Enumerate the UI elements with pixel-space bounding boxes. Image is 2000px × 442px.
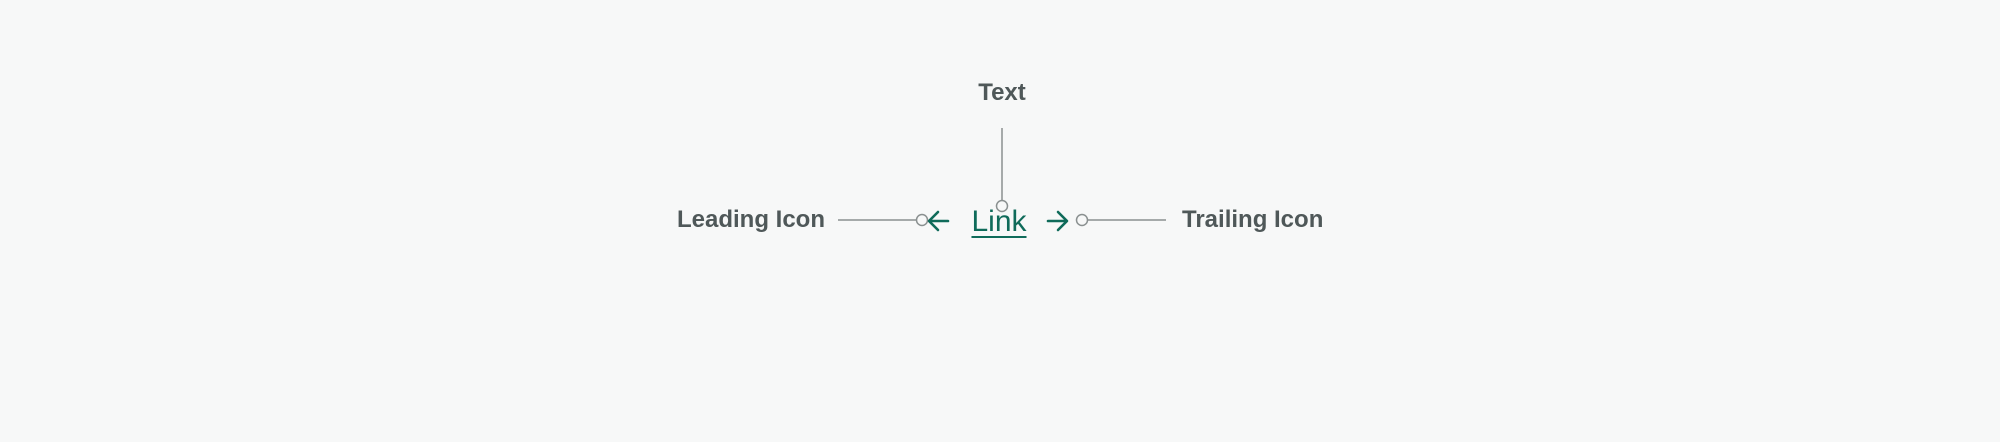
arrow-left-icon[interactable] — [924, 206, 954, 236]
arrow-right-icon[interactable] — [1044, 206, 1074, 236]
link-text[interactable]: Link — [971, 205, 1027, 238]
leading-icon-connector-marker — [915, 213, 929, 227]
text-annotation-label: Text — [978, 79, 1026, 106]
leading-icon-annotation-label: Leading Icon — [676, 206, 825, 233]
text-connector-marker — [995, 199, 1009, 213]
trailing-icon-annotation-label: Trailing Icon — [1182, 206, 1324, 233]
trailing-icon-connector-marker — [1075, 213, 1089, 227]
